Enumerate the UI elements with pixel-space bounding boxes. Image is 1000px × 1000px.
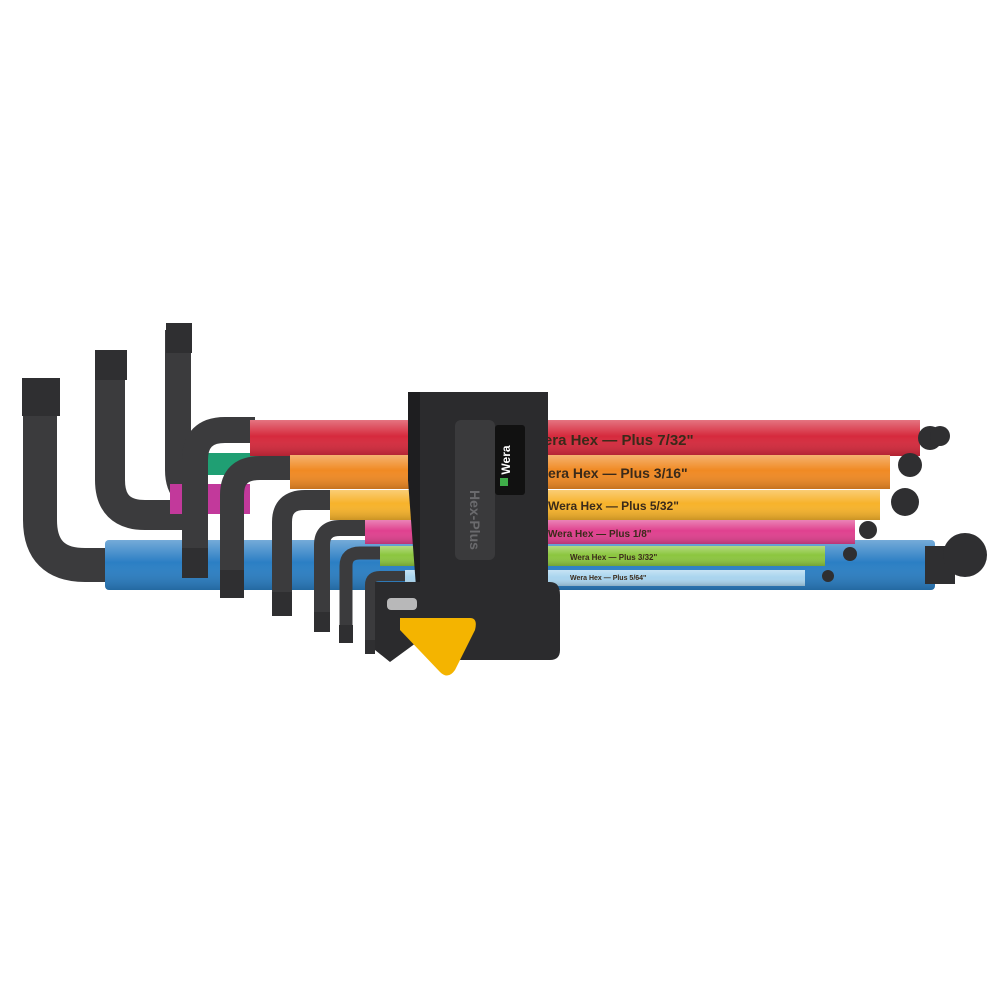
key-label-k1: Wera Hex — Plus 7/32" <box>530 432 694 449</box>
key-label-size: 1/8" <box>630 529 652 540</box>
key-label-line: Hex <box>566 432 598 449</box>
key-label-k6: Wera Hex — Plus 5/64" <box>570 575 646 582</box>
key-label-line: Hex <box>577 499 603 513</box>
wera-logo-badge: Wera <box>495 425 525 495</box>
key-label-plus: Plus <box>611 575 628 582</box>
key-label-size: 3/32" <box>636 553 658 562</box>
key-label-k2: Wera Hex — Plus 3/16" <box>535 465 688 481</box>
ball-end-icon <box>898 453 922 477</box>
key-label-dash: — <box>598 432 617 449</box>
key-label-brand: Wera <box>548 529 573 540</box>
key-label-brand: Wera <box>570 553 590 562</box>
key-label-size: 5/32" <box>647 499 679 513</box>
key-label-dash: — <box>593 529 606 540</box>
key-label-dash: — <box>599 465 617 481</box>
key-label-line: Hex <box>589 553 606 562</box>
key-label-k5: Wera Hex — Plus 3/32" <box>570 553 657 562</box>
key-label-plus: Plus <box>617 553 637 562</box>
key-label-line: Hex <box>569 465 599 481</box>
key-label-size: 3/16" <box>650 465 688 481</box>
key-label-plus: Plus <box>618 499 647 513</box>
key-holder: Hex-Plus Wera <box>375 392 560 676</box>
key-label-line: Hex <box>572 529 594 540</box>
yellow-clip <box>400 618 476 676</box>
hex-key-red <box>182 417 950 578</box>
key-label-size: 7/32" <box>653 432 693 449</box>
logo-mark-icon <box>500 478 508 486</box>
key-label-k3: Wera Hex — Plus 5/32" <box>548 499 679 513</box>
key-label-brand: Wera <box>570 575 587 582</box>
ball-end-icon <box>930 426 950 446</box>
key-label-dash: — <box>602 575 611 582</box>
key-label-plus: Plus <box>617 432 653 449</box>
key-label-line: Hex <box>587 575 602 582</box>
ball-end-icon <box>943 533 987 577</box>
ball-end-icon <box>822 570 834 582</box>
ball-end-icon <box>843 547 857 561</box>
hex-key-orange <box>220 453 922 598</box>
key-label-plus: Plus <box>606 529 630 540</box>
key-label-brand: Wera <box>548 499 577 513</box>
holder-embossed-text: Hex-Plus <box>467 490 483 550</box>
key-label-dash: — <box>603 499 618 513</box>
key-label-dash: — <box>606 553 616 562</box>
wera-badge-text: Wera <box>499 445 513 474</box>
key-label-plus: Plus <box>616 465 650 481</box>
key-label-size: 5/64" <box>627 575 646 582</box>
ball-end-icon <box>891 488 919 516</box>
key-label-k4: Wera Hex — Plus 1/8" <box>548 529 652 540</box>
key-labels: Wera Hex — Plus 7/32" Wera Hex — Plus 3/1… <box>530 432 694 582</box>
ball-end-icon <box>859 521 877 539</box>
